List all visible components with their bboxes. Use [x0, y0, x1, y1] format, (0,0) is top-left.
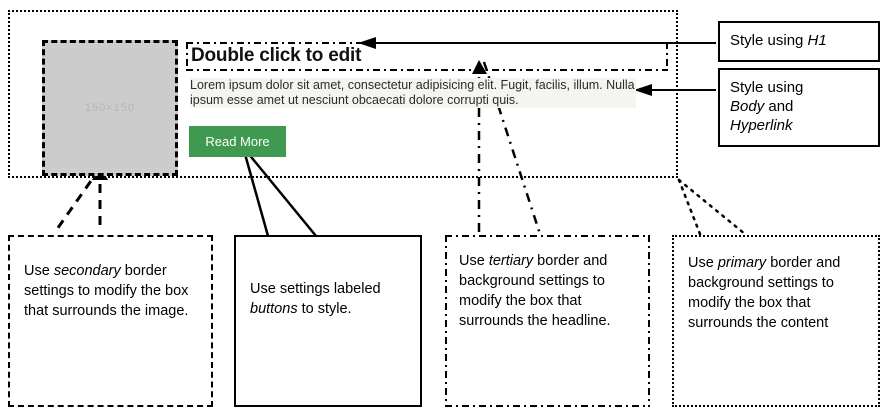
- note-tertiary-border: Use tertiary border and background setti…: [445, 235, 650, 407]
- headline-border-left: [186, 42, 188, 71]
- body-copy-text[interactable]: Lorem ipsum dolor sit amet, consectetur …: [190, 78, 636, 108]
- note-buttons-part1: Use settings labeled: [250, 281, 381, 297]
- note-style-body-hyperlink: Style using Body and Hyperlink: [718, 68, 880, 147]
- note-tertiary-part2: border and background settings to modify…: [459, 253, 611, 329]
- read-more-button[interactable]: Read More: [189, 126, 286, 157]
- headline-container-tertiary[interactable]: Double click to edit: [186, 42, 668, 71]
- headline-border-top: [186, 42, 668, 44]
- headline-text[interactable]: Double click to edit: [191, 45, 362, 66]
- note-tertiary-em: tertiary: [488, 253, 534, 269]
- note-body-line3-em: Hyperlink: [730, 117, 793, 134]
- note-buttons-settings: Use settings labeled buttons to style.: [234, 235, 422, 407]
- note-body-line2-plain: and: [764, 98, 794, 115]
- note-tertiary-border-right: [648, 235, 650, 407]
- leader-primary: [677, 178, 747, 236]
- note-tertiary-part1: Use: [459, 253, 489, 269]
- note-secondary-border: Use secondary border settings to modify …: [8, 235, 213, 407]
- note-primary-em: primary: [717, 255, 767, 271]
- headline-border-right: [666, 42, 668, 71]
- note-primary-part1: Use: [688, 255, 718, 271]
- note-secondary-part1: Use: [24, 263, 54, 279]
- note-h1-text-em: H1: [807, 32, 827, 49]
- content-container-primary[interactable]: 150×150 Double click to edit Lorem ipsum…: [8, 10, 678, 178]
- note-h1-text-plain: Style using: [730, 32, 808, 49]
- note-primary-part2: border and background settings to modify…: [688, 255, 841, 331]
- note-buttons-part2: to style.: [297, 301, 352, 317]
- note-tertiary-border-top: [445, 235, 650, 237]
- headline-border-bottom: [186, 69, 668, 71]
- note-buttons-em: buttons: [250, 301, 298, 317]
- image-placeholder-label: 150×150: [84, 102, 136, 114]
- note-tertiary-border-left: [445, 235, 447, 407]
- note-tertiary-border-bottom: [445, 405, 650, 407]
- note-style-h1: Style using H1: [718, 21, 880, 62]
- note-body-line1: Style using: [730, 79, 804, 96]
- image-placeholder-secondary[interactable]: 150×150: [42, 40, 178, 176]
- note-secondary-part2: border settings to modify the box that s…: [24, 263, 189, 319]
- note-primary-border: Use primary border and background settin…: [672, 235, 880, 407]
- note-secondary-em: secondary: [53, 263, 121, 279]
- note-body-line2-em: Body: [730, 98, 765, 115]
